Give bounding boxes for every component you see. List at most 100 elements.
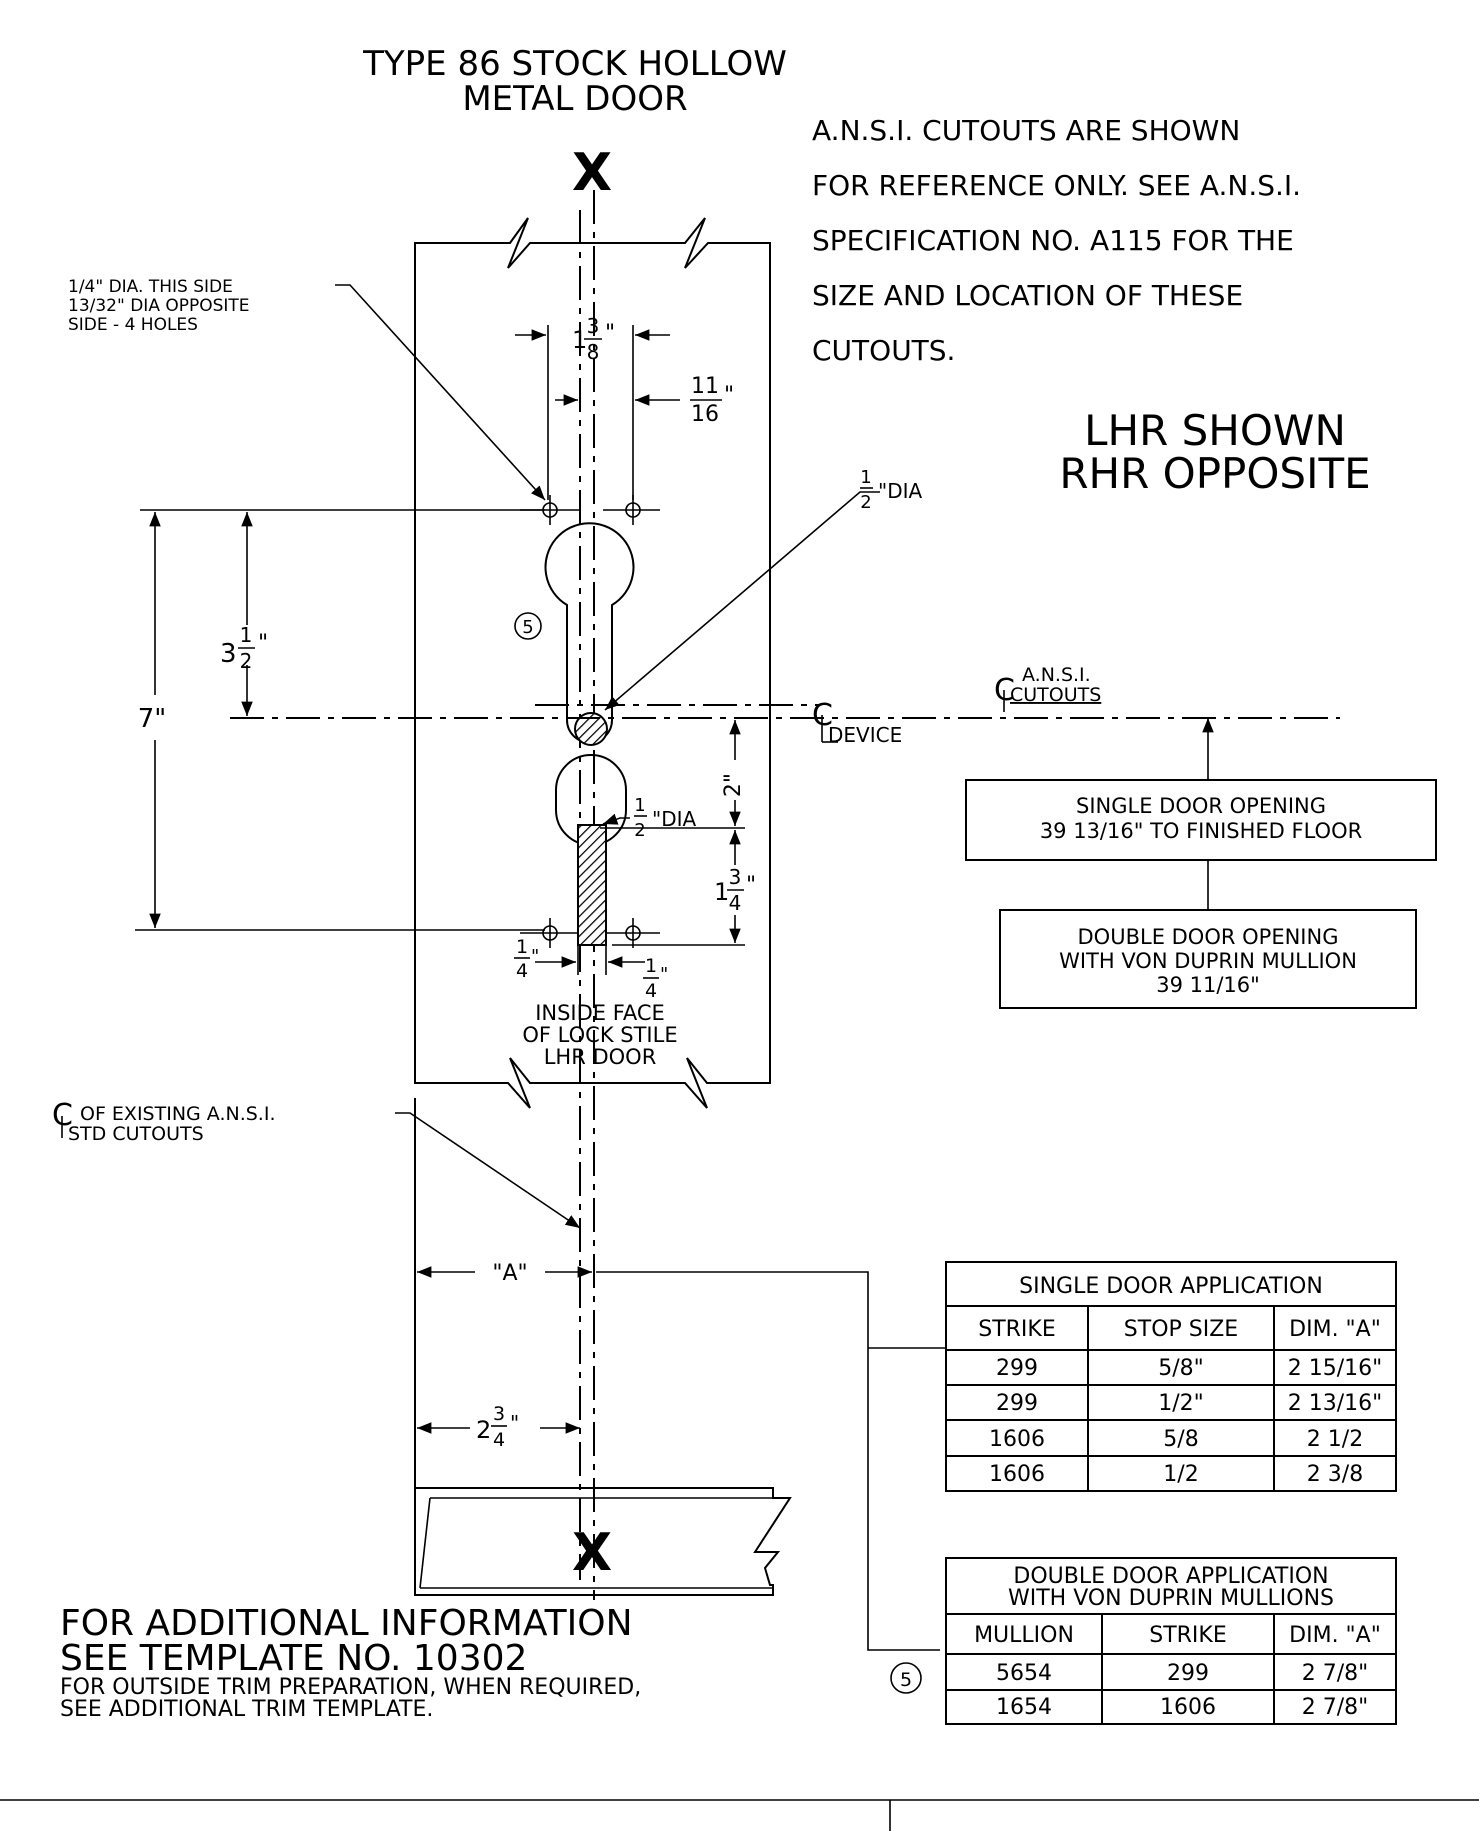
dim-quarter-right-num: 1 <box>645 955 657 977</box>
stile-note-line-1: INSIDE FACE <box>535 1001 665 1025</box>
stile-note-line-2: OF LOCK STILE <box>522 1023 677 1047</box>
single-door-table <box>945 1261 1397 1492</box>
single-box-line-1: SINGLE DOOR OPENING <box>1076 794 1326 818</box>
circled-5-drawing: 5 <box>514 612 542 640</box>
dim-a-to-double-table <box>596 1271 940 1651</box>
single-table-header-dim: DIM. "A" <box>1289 1317 1381 1342</box>
single-table-r3-dim: 2 1/2 <box>1307 1427 1363 1452</box>
dim-138-den: 8 <box>587 340 600 364</box>
existing-note-line-2: STD CUTOUTS <box>68 1123 204 1145</box>
single-table-r1-strike: 299 <box>996 1356 1038 1381</box>
double-box-line-3: 39 11/16" <box>1156 973 1260 997</box>
dim-2: 2" <box>721 773 746 797</box>
single-door-opening-box <box>965 779 1437 861</box>
dim-quarter-left-num: 1 <box>516 936 528 958</box>
threshold-inner <box>419 1497 773 1589</box>
half-dia-top-leader <box>604 491 880 711</box>
hand-line-1: LHR SHOWN <box>1084 406 1346 455</box>
half-dia-lower-leader <box>602 813 630 825</box>
svg-text:": " <box>258 631 268 656</box>
stile-note-line-3: LHR DOOR <box>544 1045 657 1069</box>
dim-2-3-4: 2 3 4 " <box>476 1403 519 1451</box>
bottom-hole-left <box>520 918 580 948</box>
ansi-note-line-5: CUTOUTS. <box>812 334 955 367</box>
top-keyhole-cutout <box>544 522 635 744</box>
single-table-header-strike: STRIKE <box>978 1317 1056 1342</box>
svg-text:": " <box>510 1411 519 1435</box>
dim-134-whole: 1 <box>714 878 729 906</box>
double-table-header-dim: DIM. "A" <box>1289 1623 1381 1648</box>
half-dia-lower-num: 1 <box>634 795 645 816</box>
double-table-r2-dim: 2 7/8" <box>1302 1695 1369 1720</box>
top-hatched-hole <box>574 712 608 746</box>
double-table-header-strike: STRIKE <box>1149 1623 1227 1648</box>
single-table-r2-dim: 2 13/16" <box>1288 1391 1383 1416</box>
holes-note-line-3: SIDE - 4 HOLES <box>68 315 198 335</box>
double-table-r2-mullion: 1654 <box>996 1695 1052 1720</box>
device-cl-text: DEVICE <box>828 723 902 747</box>
double-table-header-mullion: MULLION <box>974 1623 1074 1648</box>
top-hole-right <box>603 495 660 525</box>
half-dia-lower-den: 2 <box>634 820 645 841</box>
footer-line-4: SEE ADDITIONAL TRIM TEMPLATE. <box>60 1697 433 1722</box>
ansi-note-line-1: A.N.S.I. CUTOUTS ARE SHOWN <box>812 114 1240 147</box>
dim-1-3-8: 1 3 8 " <box>572 314 615 364</box>
double-table-r1-dim: 2 7/8" <box>1302 1661 1369 1686</box>
dim-234-num: 3 <box>493 1403 505 1425</box>
svg-text:": " <box>724 383 734 408</box>
double-table-title-1: DOUBLE DOOR APPLICATION <box>1013 1564 1328 1589</box>
dim-3-1-2: 3 1 2 " <box>220 623 268 673</box>
hand-note: LHR SHOWN RHR OPPOSITE <box>1059 406 1370 498</box>
double-table-title-2: WITH VON DUPRIN MULLIONS <box>1008 1586 1334 1611</box>
half-dia-lower-label: "DIA <box>652 807 696 831</box>
single-table-r2-stop: 1/2" <box>1158 1391 1204 1416</box>
single-box-line-2: 39 13/16" TO FINISHED FLOOR <box>1040 819 1362 843</box>
circled-5-table-text: 5 <box>900 1669 912 1691</box>
holes-note-leader <box>335 284 546 501</box>
footer-line-2: SEE TEMPLATE NO. 10302 <box>60 1638 527 1679</box>
existing-cutouts-note: C OF EXISTING A.N.S.I. STD CUTOUTS <box>52 1098 276 1145</box>
double-table-r1-strike: 299 <box>1167 1661 1209 1686</box>
ansi-centerline-label: C A.N.S.I. CUTOUTS <box>994 664 1101 712</box>
single-table-r4-strike: 1606 <box>989 1462 1045 1487</box>
svg-text:": " <box>746 873 756 898</box>
title-line-1: TYPE 86 STOCK HOLLOW <box>362 44 787 84</box>
hand-line-2: RHR OPPOSITE <box>1059 449 1370 498</box>
dim-234-whole: 2 <box>476 1416 491 1444</box>
double-table-text: DOUBLE DOOR APPLICATION WITH VON DUPRIN … <box>974 1564 1381 1720</box>
bottom-hole-right <box>603 918 660 948</box>
circled-5-drawing-text: 5 <box>522 617 533 638</box>
single-table-r3-stop: 5/8 <box>1163 1427 1198 1452</box>
svg-text:": " <box>660 964 668 985</box>
top-x-mark: X <box>572 143 612 203</box>
dim-234-den: 4 <box>493 1429 505 1451</box>
bottom-x-mark: X <box>572 1523 612 1583</box>
dim-1-3-4: 1 3 4 " <box>714 865 756 915</box>
device-centerline-label: C DEVICE <box>812 698 902 747</box>
half-dia-callout-lower: 1 2 "DIA <box>634 795 696 841</box>
double-box-line-1: DOUBLE DOOR OPENING <box>1078 925 1339 949</box>
ansi-note-line-4: SIZE AND LOCATION OF THESE <box>812 279 1243 312</box>
double-table-r1-mullion: 5654 <box>996 1661 1052 1686</box>
half-dia-top-den: 2 <box>860 492 871 513</box>
dim-quarter-right-den: 4 <box>645 980 657 1002</box>
dim-312-whole: 3 <box>220 639 237 669</box>
existing-note-line-1: OF EXISTING A.N.S.I. <box>80 1103 276 1125</box>
dim-1116-den: 16 <box>691 402 719 427</box>
dim-138-num: 3 <box>587 314 600 338</box>
lower-slot-cutout <box>555 754 627 846</box>
double-box-line-2: WITH VON DUPRIN MULLION <box>1059 949 1357 973</box>
title-line-2: METAL DOOR <box>462 79 687 119</box>
single-table-r1-stop: 5/8" <box>1158 1356 1204 1381</box>
half-dia-top-label: "DIA <box>878 479 922 503</box>
dim-a: "A" <box>492 1261 527 1286</box>
dim-quarter-left-den: 4 <box>516 960 528 982</box>
double-door-opening-box <box>999 909 1417 1009</box>
half-dia-top-num: 1 <box>860 467 871 488</box>
dim-312-den: 2 <box>240 649 253 673</box>
ansi-note-line-3: SPECIFICATION NO. A115 FOR THE <box>812 224 1294 257</box>
holes-note-line-2: 13/32" DIA OPPOSITE <box>68 296 250 316</box>
ansi-cutouts-note: A.N.S.I. CUTOUTS ARE SHOWN FOR REFERENCE… <box>812 114 1301 367</box>
dim-138-whole: 1 <box>572 326 587 354</box>
